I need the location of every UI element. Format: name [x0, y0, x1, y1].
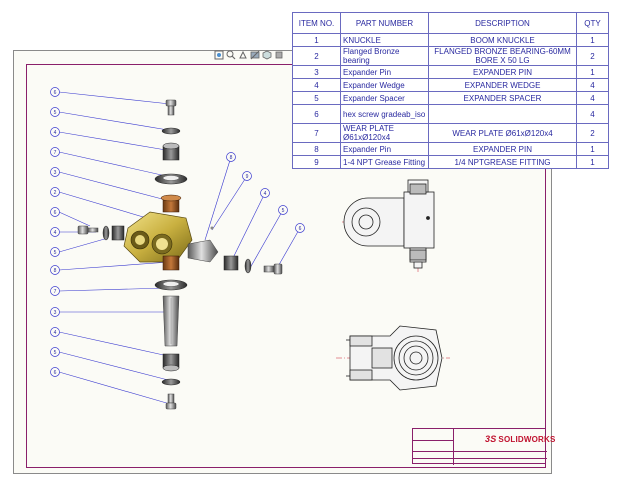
bom-desc: EXPANDER PIN [428, 142, 577, 156]
view-toolbar [214, 50, 284, 60]
table-row: 8 Expander Pin EXPANDER PIN 1 [292, 142, 609, 156]
bom-desc: WEAR PLATE Ø61xØ120x4 [428, 123, 577, 143]
bom-part: WEAR PLATE Ø61xØ120x4 [340, 123, 429, 143]
bom-part: Flanged Bronze bearing [340, 46, 429, 66]
bom-item: 9 [292, 155, 341, 169]
bom-part: Expander Wedge [340, 78, 429, 92]
bom-item: 2 [292, 46, 341, 66]
bom-qty: 1 [576, 155, 609, 169]
table-row: 5 Expander Spacer EXPANDER SPACER 4 [292, 91, 609, 105]
bom-qty: 1 [576, 65, 609, 79]
bom-part: Expander Spacer [340, 91, 429, 105]
section-view-icon[interactable] [250, 50, 260, 60]
bom-item: 8 [292, 142, 341, 156]
table-row: 2 Flanged Bronze bearing FLANGED BRONZE … [292, 46, 609, 66]
bom-desc: EXPANDER PIN [428, 65, 577, 79]
bom-header-row: ITEM NO. PART NUMBER DESCRIPTION QTY [292, 12, 609, 34]
bom-qty: 2 [576, 123, 609, 143]
table-row: 4 Expander Wedge EXPANDER WEDGE 4 [292, 78, 609, 92]
bom-qty: 4 [576, 104, 609, 124]
bom-part: 1-4 NPT Grease Fitting [340, 155, 429, 169]
table-row: 3 Expander Pin EXPANDER PIN 1 [292, 65, 609, 79]
bom-qty: 4 [576, 78, 609, 92]
bom-desc [428, 104, 577, 124]
bom-qty: 2 [576, 46, 609, 66]
bom-desc: EXPANDER SPACER [428, 91, 577, 105]
solidworks-logo: 3S SOLIDWORKS [485, 434, 556, 444]
bom-header-qty: QTY [576, 12, 609, 34]
zoom-fit-icon[interactable] [214, 50, 224, 60]
table-row: 7 WEAR PLATE Ø61xØ120x4 WEAR PLATE Ø61xØ… [292, 123, 609, 143]
bom-part: KNUCKLE [340, 33, 429, 47]
bom-qty: 1 [576, 33, 609, 47]
view-orientation-icon[interactable] [262, 50, 272, 60]
bom-desc: 1/4 NPTGREASE FITTING [428, 155, 577, 169]
title-block-divider [413, 451, 547, 452]
bom-item: 6 [292, 104, 341, 124]
title-block-fields [413, 429, 454, 465]
pan-icon[interactable] [238, 50, 248, 60]
bom-qty: 4 [576, 91, 609, 105]
bom-header-desc: DESCRIPTION [428, 12, 577, 34]
table-row: 9 1-4 NPT Grease Fitting 1/4 NPTGREASE F… [292, 155, 609, 169]
title-block-divider [413, 440, 453, 441]
solidworks-logo-text: SOLIDWORKS [498, 434, 556, 444]
drawing-border [26, 64, 546, 468]
bom-header-part: PART NUMBER [340, 12, 429, 34]
bom-qty: 1 [576, 142, 609, 156]
zoom-area-icon[interactable] [226, 50, 236, 60]
bom-part: Expander Pin [340, 65, 429, 79]
bom-part: Expander Pin [340, 142, 429, 156]
bill-of-materials: ITEM NO. PART NUMBER DESCRIPTION QTY 1 K… [292, 12, 609, 169]
bom-item: 4 [292, 78, 341, 92]
title-block-divider [413, 458, 547, 459]
bom-item: 1 [292, 33, 341, 47]
bom-header-item: ITEM NO. [292, 12, 341, 34]
solidworks-logo-mark: 3S [485, 434, 497, 444]
bom-item: 7 [292, 123, 341, 143]
bom-item: 3 [292, 65, 341, 79]
title-block: 3S SOLIDWORKS [412, 428, 555, 465]
bom-part: hex screw gradeab_iso [340, 104, 429, 124]
bom-desc: EXPANDER WEDGE [428, 78, 577, 92]
bom-desc: BOOM KNUCKLE [428, 33, 577, 47]
bom-item: 5 [292, 91, 341, 105]
table-row: 6 hex screw gradeab_iso 4 [292, 104, 609, 124]
table-row: 1 KNUCKLE BOOM KNUCKLE 1 [292, 33, 609, 47]
display-style-icon[interactable] [274, 50, 284, 60]
bom-desc: FLANGED BRONZE BEARING-60MM BORE X 50 LG [428, 46, 577, 66]
